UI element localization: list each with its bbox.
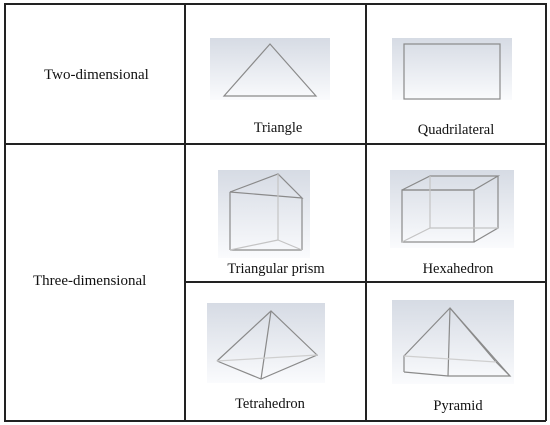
tetrahedron-icon	[207, 303, 325, 383]
table-border-bottom	[4, 420, 546, 422]
shape-label-pyramid: Pyramid	[433, 398, 483, 414]
column-divider-2	[365, 3, 367, 421]
row-label-two-dimensional: Two-dimensional	[44, 67, 149, 83]
row-label-three-dimensional: Three-dimensional	[33, 273, 147, 289]
cuboid-icon	[390, 170, 514, 248]
triangle-icon	[210, 38, 330, 100]
row-divider-main	[4, 143, 546, 145]
shape-label-triangle: Triangle	[253, 120, 303, 136]
triangular-prism-icon	[218, 170, 310, 258]
table-border-left	[4, 3, 6, 421]
table-border-top	[4, 3, 546, 5]
table-border-right	[545, 3, 547, 421]
rectangle-icon	[392, 38, 512, 100]
shape-label-quadrilateral: Quadrilateral	[417, 122, 495, 138]
shape-label-hexahedron: Hexahedron	[422, 261, 494, 277]
shape-label-tetrahedron: Tetrahedron	[235, 396, 305, 412]
column-divider-1	[184, 3, 186, 421]
row-divider-sub	[184, 281, 546, 283]
shape-label-triangular-prism: Triangular prism	[227, 261, 325, 277]
pyramid-icon	[392, 300, 514, 384]
